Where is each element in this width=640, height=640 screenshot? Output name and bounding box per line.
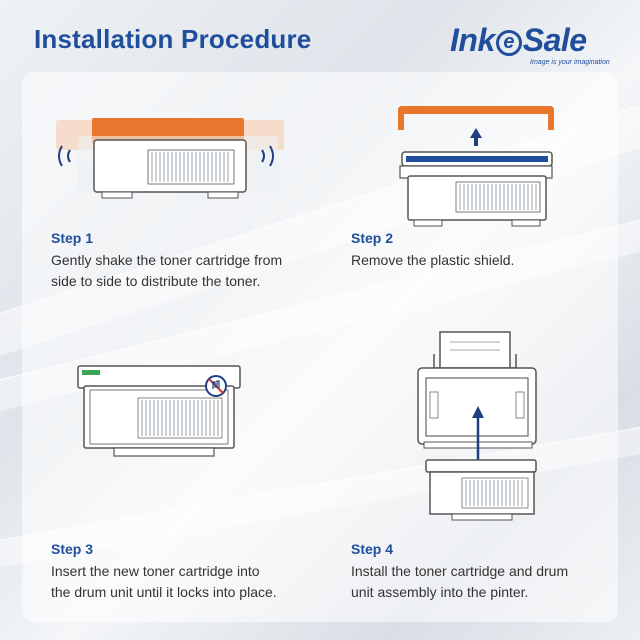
step-1-line-1: Gently shake the toner cartridge from bbox=[51, 252, 283, 268]
cartridge-barcode-lines bbox=[141, 400, 219, 436]
step-1-description: Gently shake the toner cartridge from si… bbox=[51, 250, 321, 292]
hand-icon bbox=[212, 380, 220, 389]
step-4-title: Step 4 bbox=[351, 541, 394, 557]
step-2-line-1: Remove the plastic shield. bbox=[351, 252, 515, 268]
step-4-line-1: Install the toner cartridge and drum bbox=[351, 563, 569, 579]
insert-cartridge-illustration bbox=[77, 365, 241, 457]
remove-shield-illustration bbox=[398, 106, 554, 227]
logo-e-icon: e bbox=[495, 29, 522, 56]
shake-motion-left-small-icon bbox=[67, 149, 71, 163]
drum-unit-base bbox=[113, 447, 215, 457]
step-3-title: Step 3 bbox=[51, 541, 94, 557]
cartridge-foot-left bbox=[101, 191, 133, 199]
cartridge-barcode-lines bbox=[465, 480, 523, 506]
logo-text-ink: Ink bbox=[450, 22, 495, 58]
prohibition-slash bbox=[208, 378, 224, 394]
step-3-line-2: the drum unit until it locks into place. bbox=[51, 584, 277, 600]
step-2-title: Step 2 bbox=[351, 230, 394, 246]
logo-tagline: Image is your imagination bbox=[530, 59, 610, 66]
shake-motion-right-icon bbox=[269, 145, 274, 167]
logo-text-sale: Sale bbox=[522, 22, 587, 58]
cartridge-foot-right bbox=[207, 191, 239, 199]
cartridge-barcode-lines bbox=[459, 184, 537, 210]
orange-shield bbox=[398, 106, 554, 130]
arrow-up-icon bbox=[472, 406, 484, 418]
drum-assembly-top bbox=[425, 459, 537, 473]
cartridge-barcode-lines bbox=[151, 152, 229, 182]
shake-motion-right-small-icon bbox=[261, 149, 265, 163]
step-1-title: Step 1 bbox=[51, 230, 94, 246]
step-2-description: Remove the plastic shield. bbox=[351, 250, 621, 271]
cartridge-foot-right bbox=[511, 219, 541, 227]
step-3-line-1: Insert the new toner cartridge into bbox=[51, 563, 260, 579]
drum-assembly-foot bbox=[451, 513, 513, 521]
arrow-up-icon bbox=[470, 128, 482, 146]
step-3-description: Insert the new toner cartridge into the … bbox=[51, 561, 321, 603]
install-printer-illustration bbox=[417, 331, 537, 521]
cartridge-foot-left bbox=[413, 219, 443, 227]
step-4-line-2: unit assembly into the pinter. bbox=[351, 584, 529, 600]
shake-cartridge-illustration bbox=[56, 118, 284, 199]
cartridge-label-area bbox=[455, 181, 541, 213]
step-4-description: Install the toner cartridge and drum uni… bbox=[351, 561, 621, 603]
page-title: Installation Procedure bbox=[34, 24, 312, 54]
cartridge-label-area bbox=[461, 477, 529, 509]
step-1-line-2: side to side to distribute the toner. bbox=[51, 273, 261, 289]
green-lock-tab bbox=[82, 370, 100, 375]
blue-drum-strip bbox=[406, 156, 548, 162]
shake-motion-left-icon bbox=[58, 145, 63, 167]
cartridge-label-area bbox=[137, 397, 223, 439]
cartridge-label-area bbox=[147, 149, 235, 185]
